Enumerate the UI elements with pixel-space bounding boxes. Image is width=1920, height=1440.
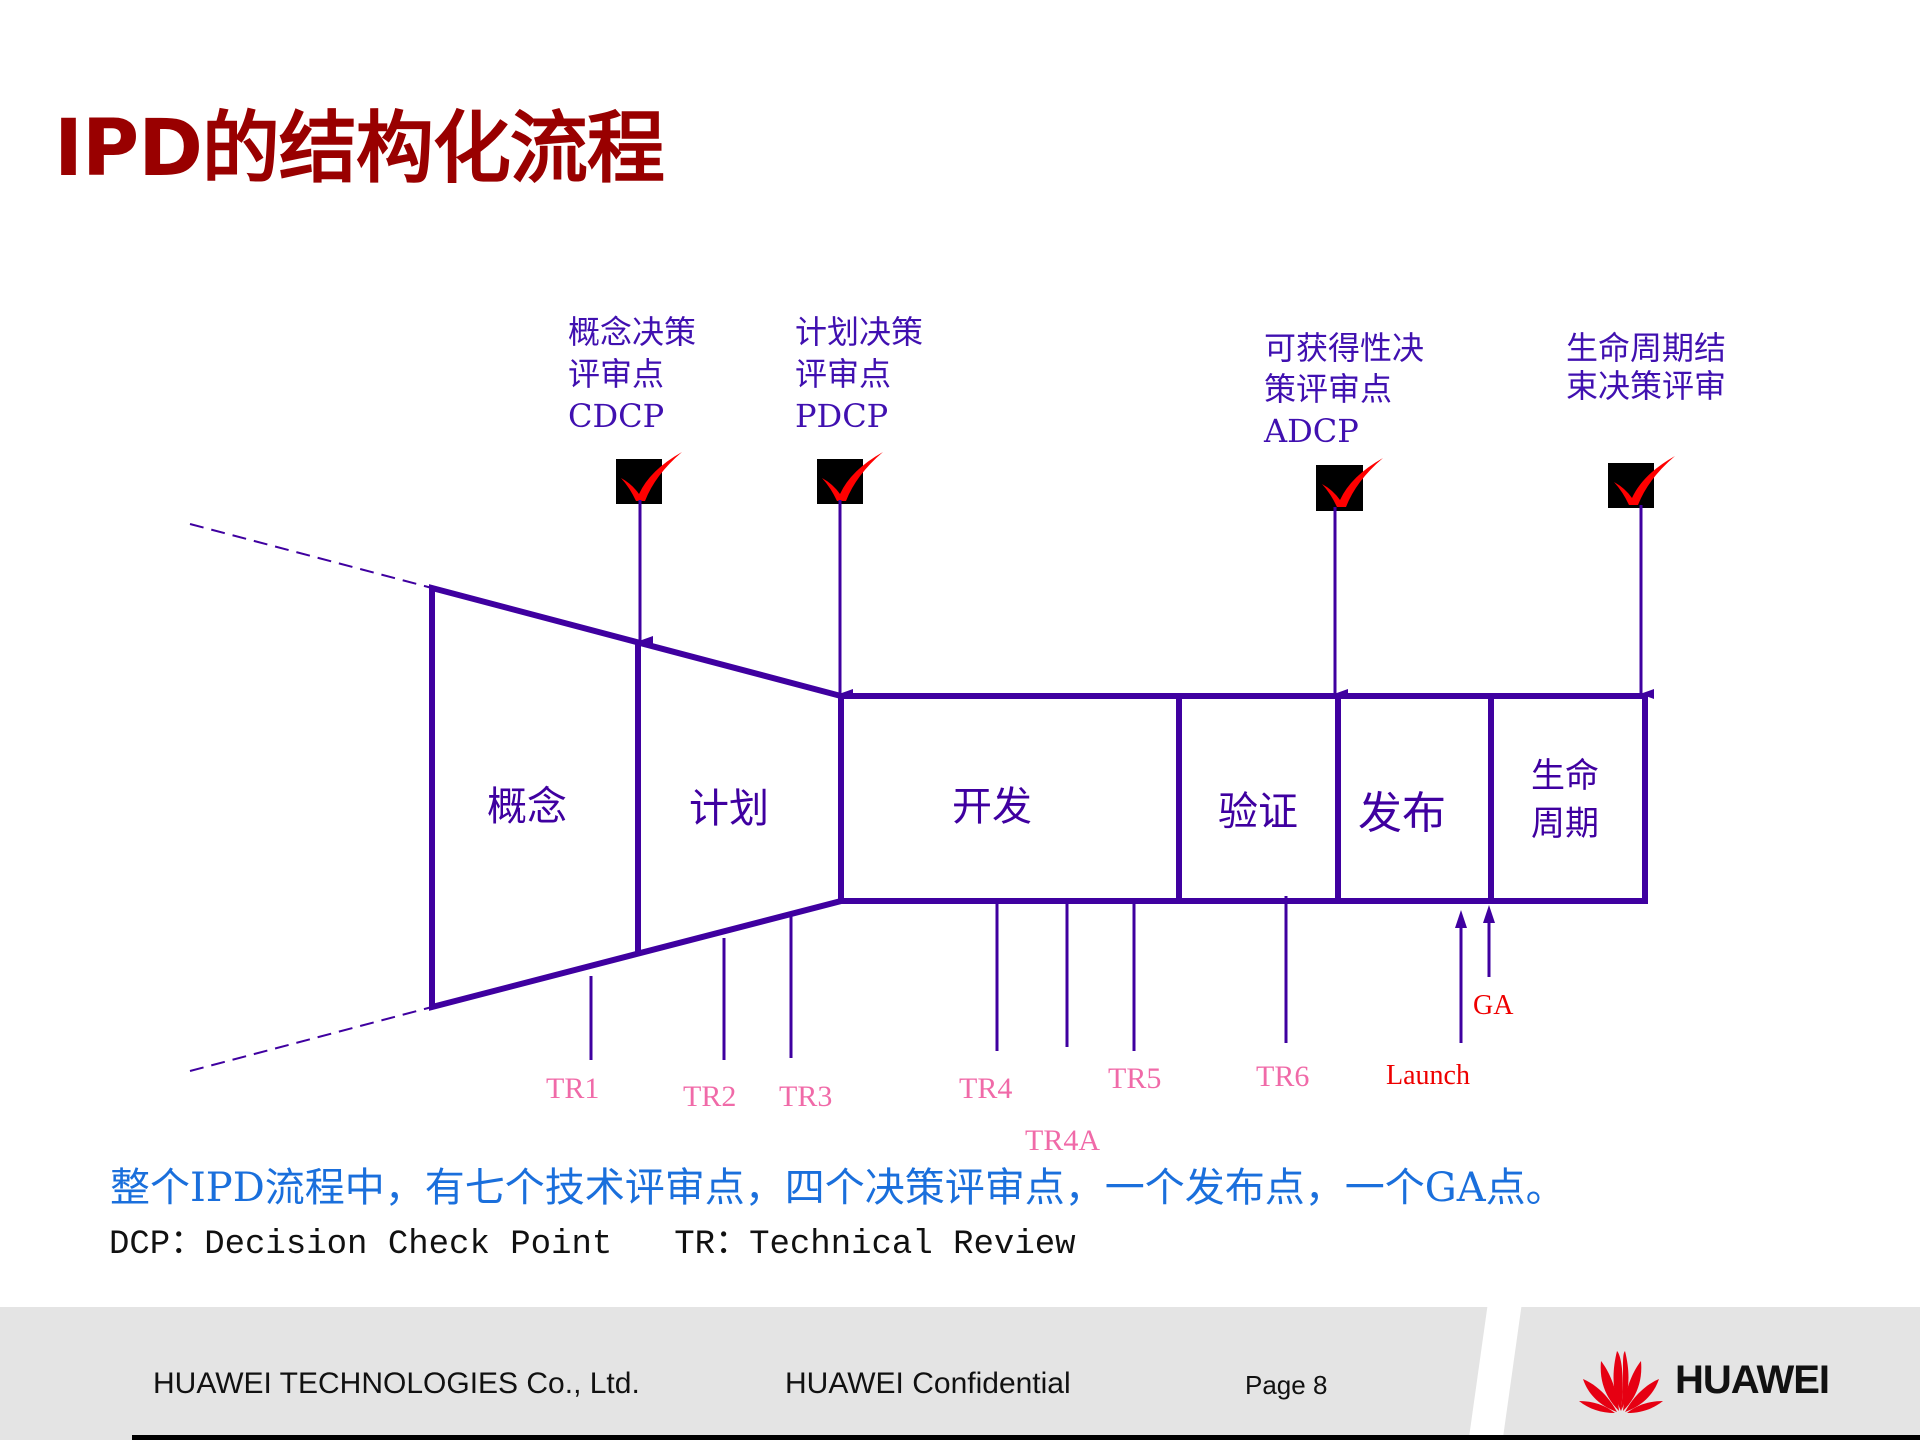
launch-ga-arrows (1455, 905, 1495, 1043)
checkbox-icon-cdcp (616, 452, 682, 504)
tr-label-tr4a: TR4A (1025, 1124, 1100, 1157)
phase-release: 发布 (1358, 788, 1446, 839)
summary-text: 整个IPD流程中，有七个技术评审点，四个决策评审点，一个发布点，一个GA点。 (110, 1165, 1566, 1211)
legend-dcp: DCP：Decision Check Point (109, 1226, 613, 1264)
tr-label-tr1: TR1 (546, 1072, 599, 1105)
dcp-label-lifecycle-end: 生命周期结 束决策评审 (1566, 329, 1726, 405)
abbreviation-legend: DCP：Decision Check Point TR：Technical Rev… (109, 1214, 1138, 1264)
legend-tr: TR：Technical Review (674, 1226, 1076, 1264)
tr-label-tr3: TR3 (779, 1080, 832, 1113)
svg-text:束决策评审: 束决策评审 (1566, 367, 1726, 405)
slide-title: IPD的结构化流程 (54, 104, 665, 194)
phase-lifecycle-line1: 生命 (1531, 756, 1599, 796)
dcp-label-adcp: 可获得性决 策评审点 ADCP (1263, 329, 1424, 450)
svg-text:CDCP: CDCP (568, 397, 664, 435)
footer-rule (132, 1435, 1920, 1440)
tr-label-tr5: TR5 (1108, 1062, 1161, 1095)
tr-label-tr4: TR4 (959, 1072, 1012, 1105)
svg-text:评审点: 评审点 (568, 355, 664, 393)
tr-label-tr6: TR6 (1256, 1060, 1309, 1093)
phase-develop: 开发 (952, 784, 1032, 830)
slide-footer: HUAWEI TECHNOLOGIES Co., Ltd. HUAWEI Con… (0, 1307, 1920, 1440)
checkbox-icon-lifecycle-end (1608, 456, 1675, 508)
phase-verify: 验证 (1218, 789, 1298, 835)
dcp-label-cdcp: 概念决策 评审点 CDCP (568, 313, 696, 435)
checkbox-icon-pdcp (817, 452, 883, 504)
footer-page-number: Page 8 (1245, 1370, 1328, 1400)
checkbox-icon-adcp (1316, 458, 1383, 511)
svg-text:计划决策: 计划决策 (795, 313, 923, 351)
svg-text:生命周期结: 生命周期结 (1566, 329, 1726, 367)
footer-confidential: HUAWEI Confidential (785, 1367, 1071, 1400)
dcp-label-pdcp: 计划决策 评审点 PDCP (795, 313, 923, 435)
tr-label-tr2: TR2 (683, 1080, 736, 1113)
footer-slash-decoration (1468, 1307, 1522, 1440)
ga-label: GA (1473, 990, 1514, 1021)
tr-tick-lines (589, 896, 1288, 1060)
footer-company: HUAWEI TECHNOLOGIES Co., Ltd. (153, 1367, 640, 1400)
stage-rectangle (838, 693, 1648, 904)
svg-text:PDCP: PDCP (795, 397, 888, 435)
svg-text:概念决策: 概念决策 (568, 313, 696, 351)
phase-plan: 计划 (689, 786, 769, 832)
phase-lifecycle-line2: 周期 (1531, 804, 1599, 844)
launch-label: Launch (1386, 1060, 1470, 1091)
svg-text:可获得性决: 可获得性决 (1264, 329, 1424, 367)
svg-text:策评审点: 策评审点 (1264, 370, 1392, 408)
svg-text:评审点: 评审点 (795, 355, 891, 393)
funnel-extension-lines (189, 523, 433, 1072)
ipd-process-diagram: 概念 计划 开发 验证 发布 生命 周期 概念决策 评审点 CDCP 计划决策 … (189, 313, 1726, 1157)
logo-wordmark: HUAWEI (1675, 1357, 1830, 1402)
huawei-petal-logo-icon (1579, 1351, 1663, 1413)
phase-concept: 概念 (487, 784, 567, 830)
dcp-arrows (638, 500, 1654, 699)
svg-text:ADCP: ADCP (1263, 412, 1359, 450)
huawei-logo: HUAWEI (1577, 1345, 1830, 1415)
